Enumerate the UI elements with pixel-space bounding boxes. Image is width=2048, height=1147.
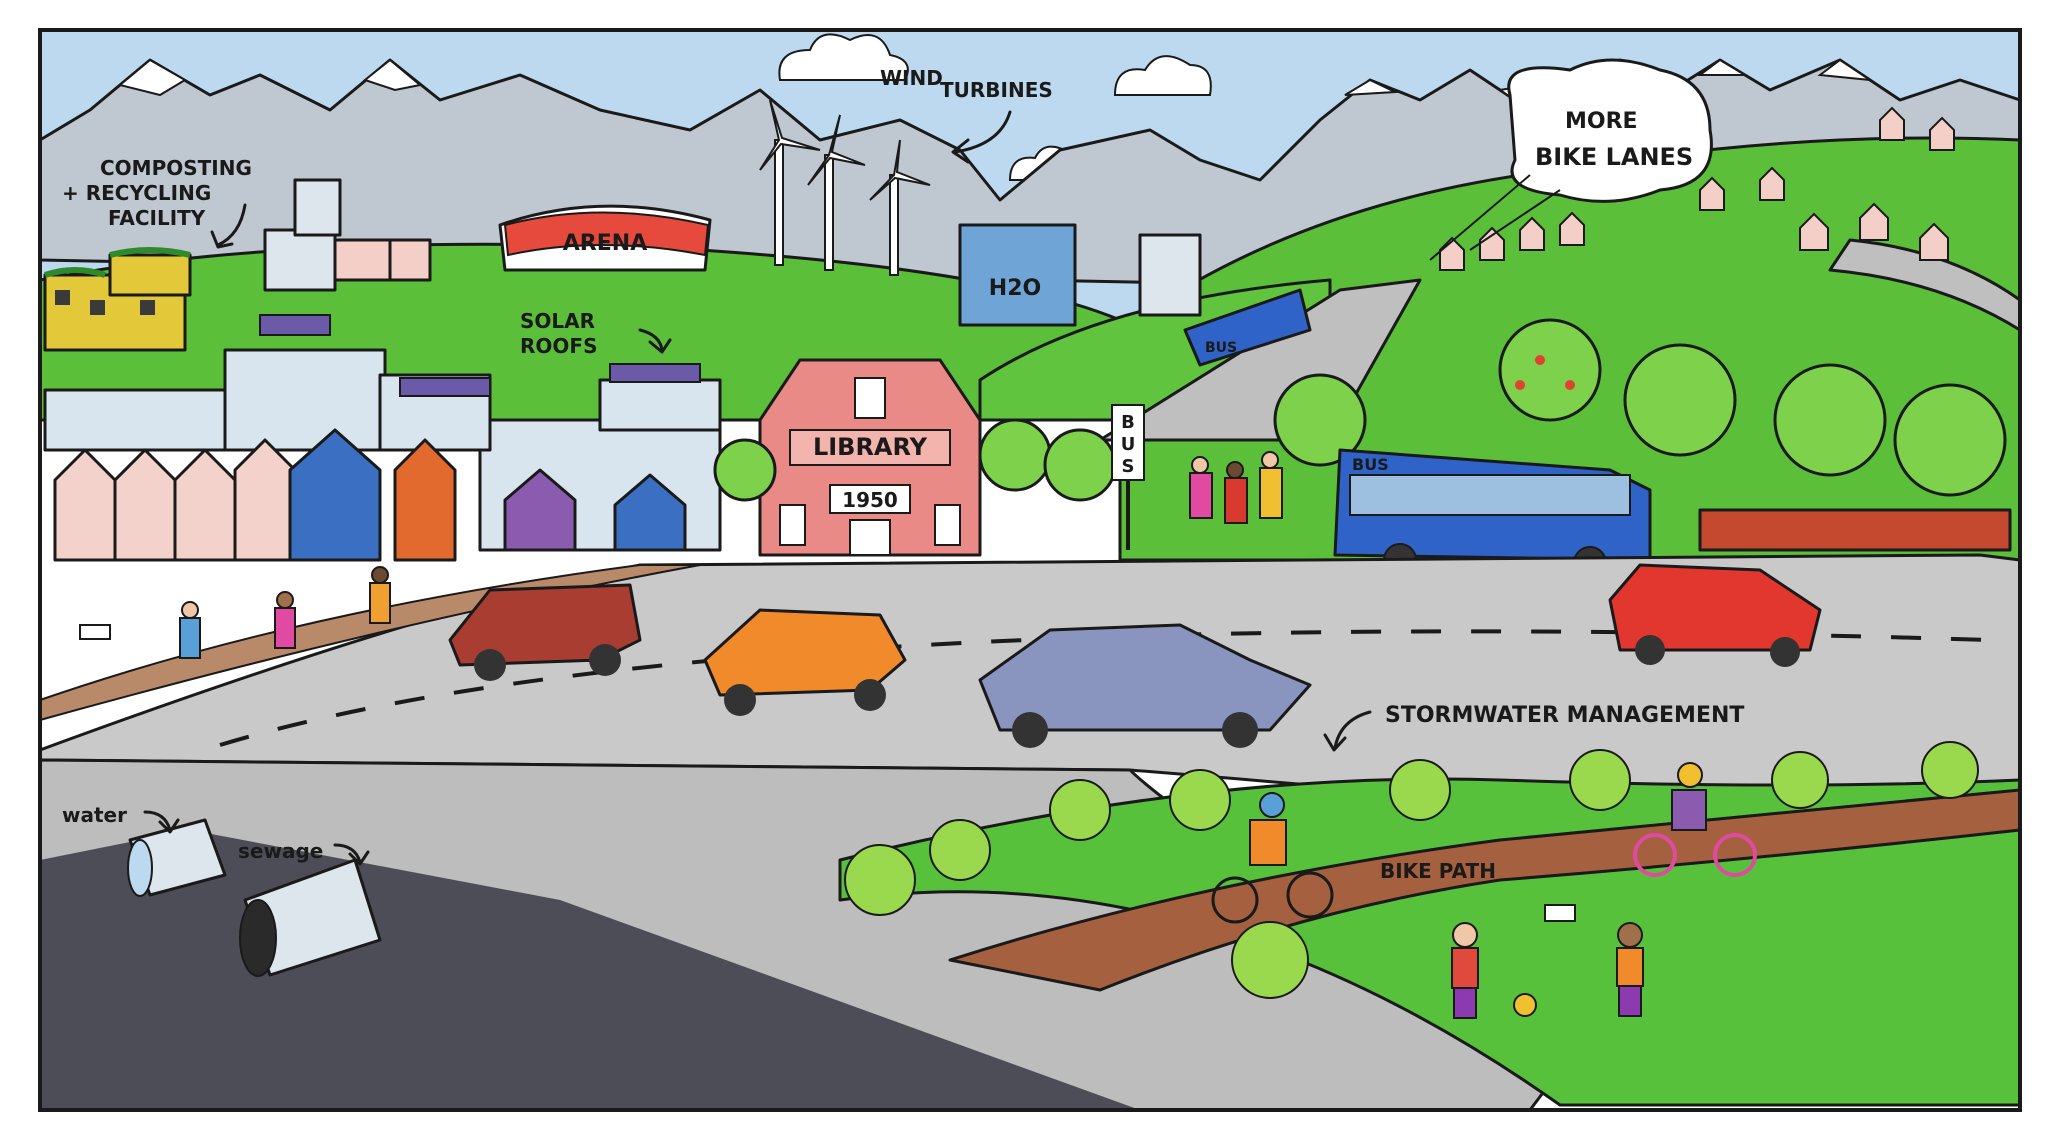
solar-panel — [609, 363, 701, 383]
frame-border — [38, 28, 2022, 1112]
fence — [1698, 508, 2012, 552]
h2o-tower: H2O — [958, 223, 1202, 327]
shrubs — [844, 741, 1979, 999]
water-label: water — [62, 803, 180, 834]
sewage-label: sewage — [238, 839, 370, 866]
composting-label: COMPOSTING + RECYCLING FACILITY — [62, 156, 252, 249]
bike-lanes-line: MORE — [1565, 109, 1638, 134]
bus-stop-sign: B U S — [1111, 404, 1145, 550]
library-sign: LIBRARY — [813, 433, 928, 461]
cyclist — [1633, 762, 1757, 877]
sewage-pipe — [239, 858, 382, 977]
cyclist — [1211, 792, 1334, 924]
speech-bubble — [1507, 58, 1713, 203]
car-red-hatchback — [1608, 563, 1822, 667]
bike-lanes-line: BIKE LANES — [1535, 143, 1693, 171]
bus-stop-letter: B — [1121, 412, 1135, 433]
stormwater-label-text: STORMWATER MANAGEMENT — [1385, 703, 1744, 728]
car-blue-sedan — [978, 623, 1312, 748]
bike-path-label: BIKE PATH — [1380, 859, 1496, 883]
bus-stop-letter: S — [1122, 456, 1135, 477]
stormwater-label: STORMWATER MANAGEMENT — [1323, 703, 1744, 752]
water-pipe — [127, 818, 227, 897]
solar-roof-buildings — [43, 314, 722, 552]
composting-label-line: COMPOSTING — [100, 156, 252, 180]
hill-bus-sign: BUS — [1205, 340, 1237, 356]
h2o-sign: H2O — [989, 276, 1041, 301]
solar-roofs-label: SOLAR ROOFS — [520, 309, 672, 358]
arena: ARENA — [498, 204, 712, 272]
composting-facility — [43, 247, 192, 352]
dog — [79, 624, 111, 640]
bike-lanes-label: MORE BIKE LANES — [1429, 58, 1713, 261]
kids-playing — [1451, 904, 1644, 1019]
row-houses — [53, 428, 687, 562]
library-building: LIBRARY 1950 — [758, 358, 982, 557]
pedestrians — [179, 451, 1283, 659]
wind-label-line: TURBINES — [940, 78, 1053, 102]
wind-turbines-label: WIND TURBINES — [880, 66, 1053, 164]
solar-label-line: SOLAR — [520, 309, 595, 333]
solar-label-line: ROOFS — [520, 334, 597, 358]
wind-label-line: WIND — [880, 66, 943, 90]
hill-bus: BUS — [1183, 288, 1312, 367]
wind-turbines — [759, 99, 931, 276]
main-bus: BUS — [1333, 448, 1652, 580]
solar-panel — [399, 377, 491, 397]
water-label-text: water — [62, 803, 127, 827]
car-orange — [703, 608, 907, 716]
bus-stop-letter: U — [1121, 434, 1136, 455]
arena-sign: ARENA — [563, 231, 647, 256]
solar-panel — [259, 314, 331, 336]
library-year: 1950 — [842, 488, 898, 512]
main-bus-sign: BUS — [1352, 455, 1389, 474]
sidewalk — [39, 564, 701, 722]
green-roof-tower — [263, 178, 432, 292]
car-red-suv — [448, 583, 642, 681]
hill-houses — [1439, 106, 1955, 271]
sewage-label-text: sewage — [238, 839, 323, 863]
composting-label-line: FACILITY — [108, 206, 206, 230]
composting-label-line: + RECYCLING — [62, 181, 211, 205]
